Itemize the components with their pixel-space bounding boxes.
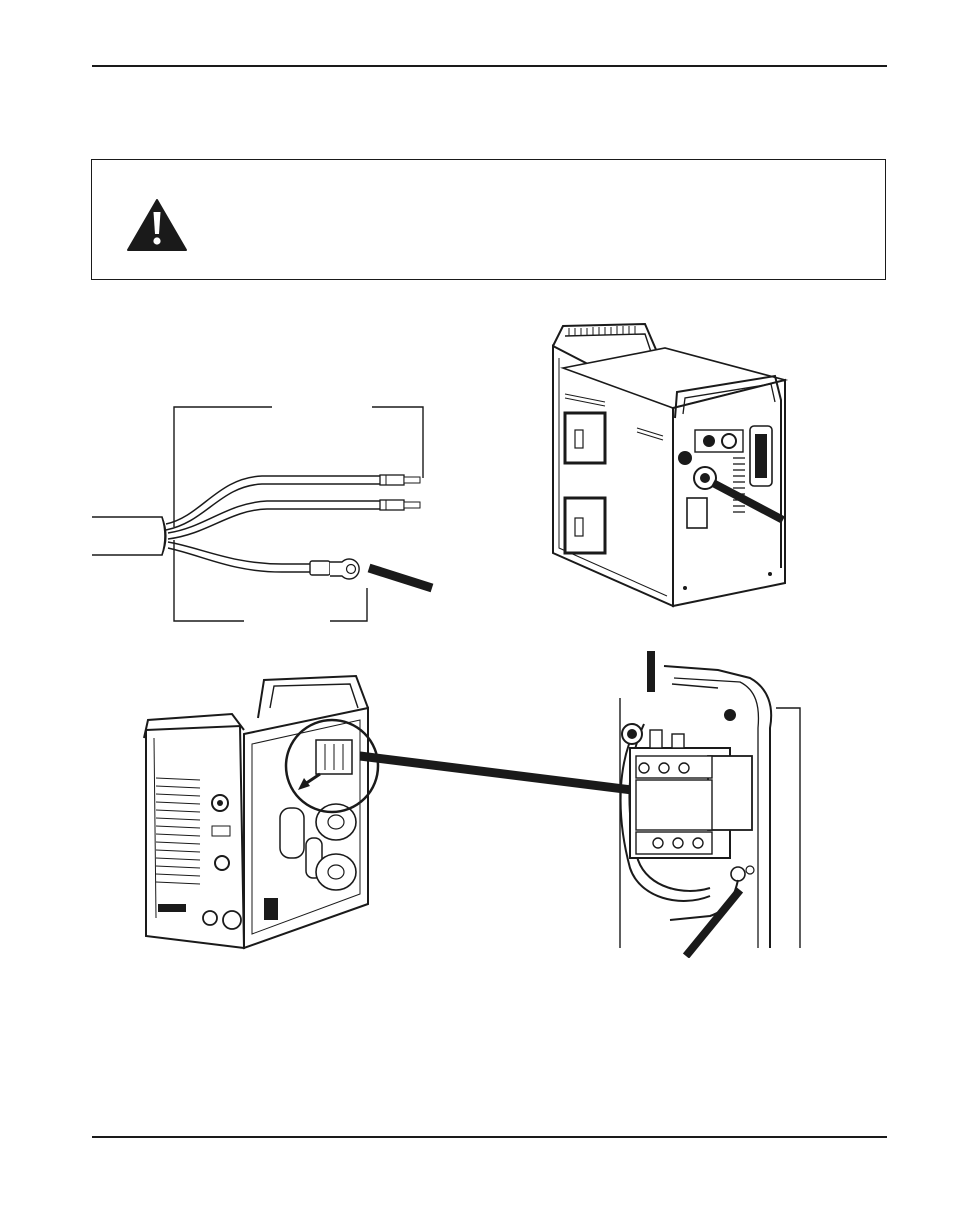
warning-box bbox=[91, 159, 886, 280]
footer-rule bbox=[92, 1136, 887, 1138]
header-rule bbox=[92, 65, 887, 67]
plasma-cutter-open-side-icon bbox=[140, 668, 650, 958]
power-cord-wires-icon bbox=[92, 400, 437, 630]
contactor-terminal-block-icon bbox=[600, 648, 810, 958]
plasma-cutter-rear-icon bbox=[545, 318, 790, 613]
warning-triangle-icon bbox=[126, 198, 188, 252]
